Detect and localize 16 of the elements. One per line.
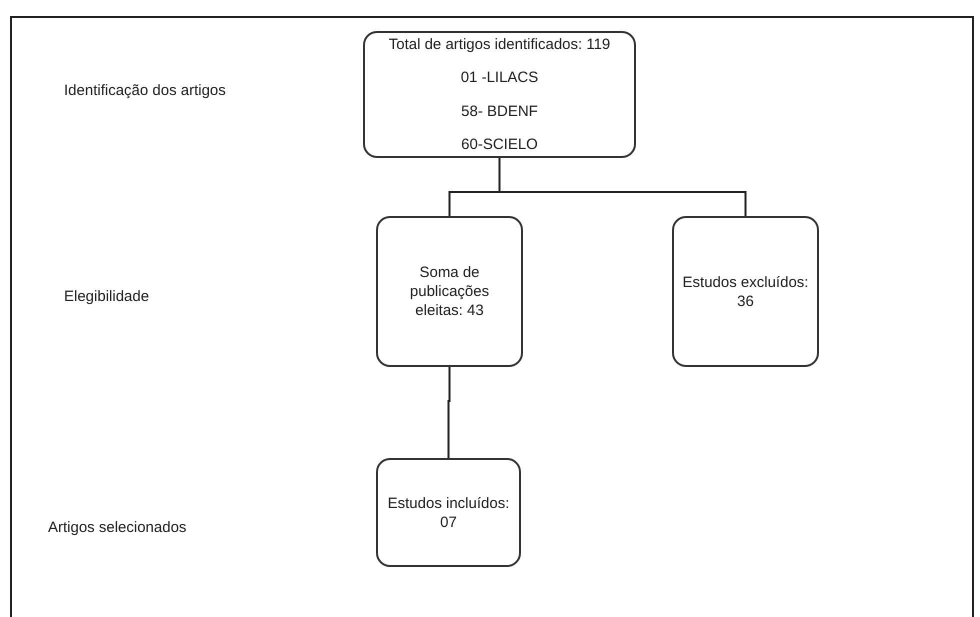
box-text: 01 -LILACS — [460, 68, 538, 88]
process-box — [672, 216, 819, 367]
process-box — [363, 31, 636, 158]
connector-line — [448, 367, 450, 458]
box-text: 58- BDENF — [461, 102, 538, 121]
box-text: Estudos incluídos: 07 — [386, 494, 510, 532]
process-box — [376, 216, 523, 367]
process-box — [376, 458, 521, 567]
box-text: Total de artigos identificados: 119 — [388, 35, 610, 54]
stage-label: Artigos selecionados — [48, 518, 188, 538]
stage-label: Identificação dos artigos — [64, 81, 227, 101]
box-text: 60-SCIELO — [461, 134, 538, 154]
box-text: Soma de publicações eleitas: 43 — [408, 263, 490, 320]
connector-line — [498, 158, 746, 216]
box-text: Estudos excluídos: 36 — [682, 272, 809, 310]
stage-label: Elegibilidade — [64, 287, 150, 307]
